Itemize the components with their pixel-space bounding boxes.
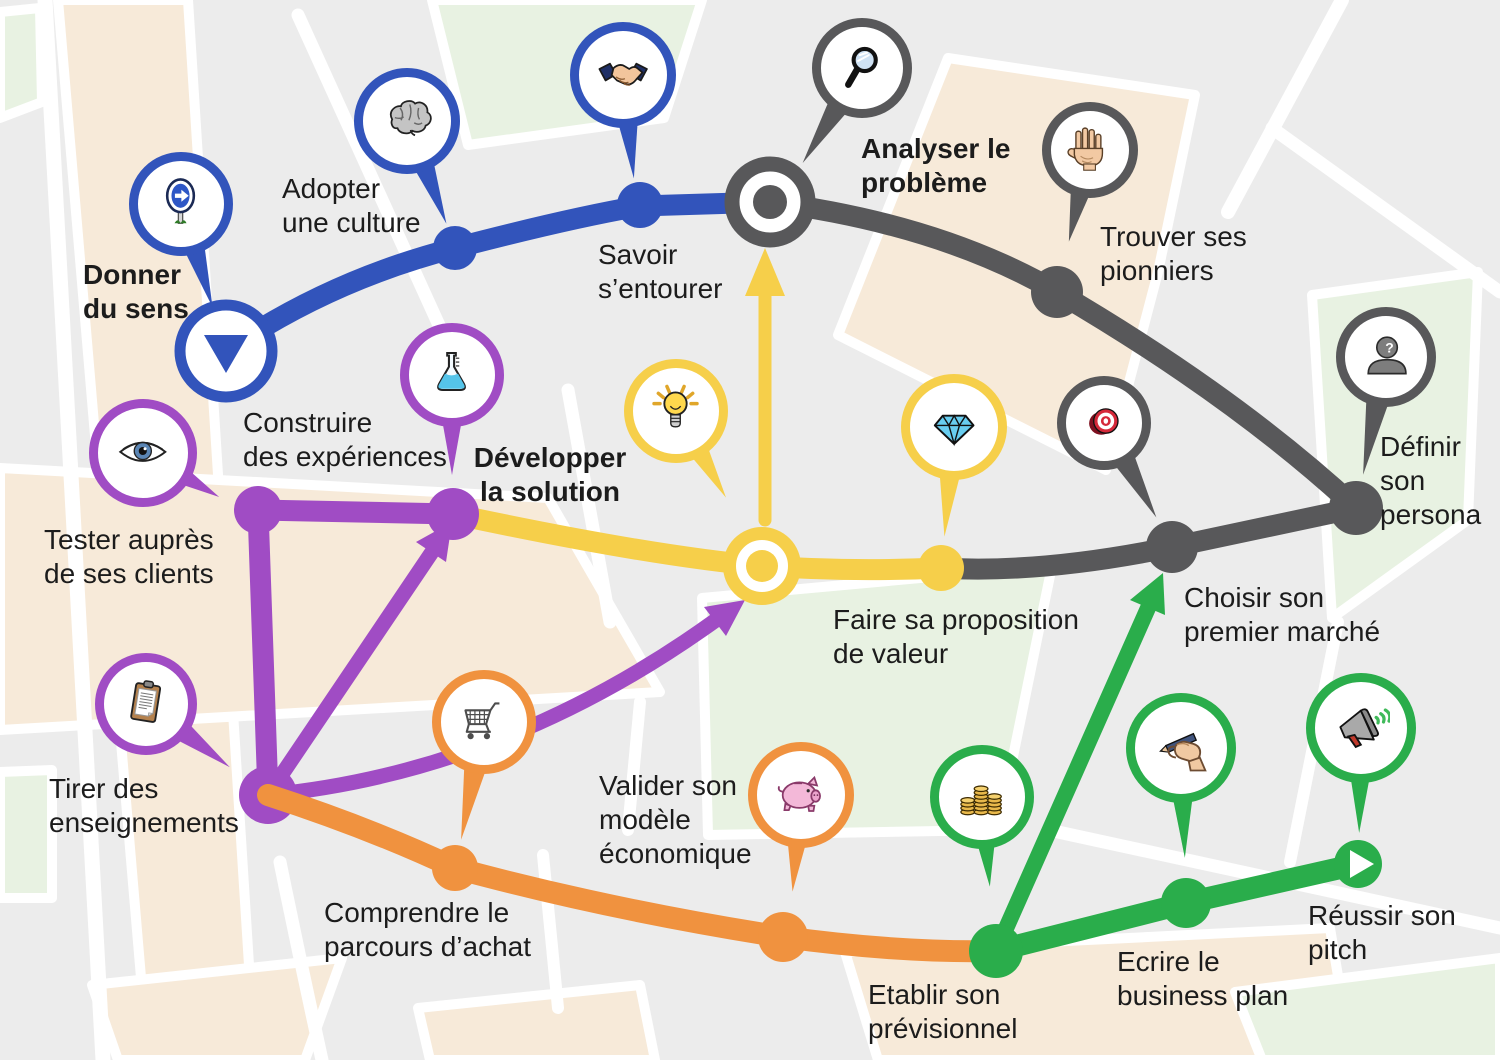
eye-icon — [118, 441, 168, 463]
label-faire-proposition: Faire sa proposition de valeur — [833, 604, 1079, 669]
megaphone-icon — [1338, 707, 1391, 748]
label-definir-persona: Définir son persona — [1380, 431, 1482, 530]
pin-reussir-pitch — [1306, 673, 1416, 783]
shopping-cart-icon — [464, 702, 500, 740]
coin-stacks-icon — [960, 785, 1003, 816]
label-analyser-probleme: Analyser le problème — [861, 133, 1011, 198]
pin-valider-modele — [748, 742, 854, 848]
svg-text:?: ? — [1385, 339, 1394, 355]
label-construire-experiences: Construire des expériences — [243, 407, 447, 472]
pin-construire-experiences — [400, 323, 504, 475]
target-icon — [1088, 407, 1119, 435]
label-tester-clients: Tester auprès de ses clients — [44, 524, 214, 589]
pin-faire-proposition — [901, 374, 1007, 480]
persona-question-icon: ? — [1367, 336, 1407, 375]
pin-savoir-entourer — [570, 22, 676, 128]
pin-donner-du-sens — [129, 152, 233, 256]
handshake-icon — [598, 62, 648, 86]
diamond-icon — [933, 414, 975, 447]
route-gray — [759, 191, 1383, 580]
pin-trouver-pionniers — [1042, 102, 1138, 198]
label-adopter-culture: Adopter une culture — [282, 173, 421, 238]
label-savoir-entourer: Savoir s’entourer — [598, 239, 723, 304]
green-arrowhead — [1130, 573, 1165, 615]
yellow-arrowhead — [745, 248, 785, 296]
open-hand-icon — [1067, 127, 1104, 171]
label-choisir-marche: Choisir son premier marché — [1184, 582, 1381, 647]
pin-developper-solution — [624, 359, 728, 463]
label-comprendre-parcours: Comprendre le parcours d’achat — [324, 897, 532, 962]
junction-rings — [723, 156, 816, 605]
label-reussir-pitch: Réussir son pitch — [1308, 900, 1456, 965]
magnifier-icon — [844, 46, 878, 88]
pin-tester-clients — [89, 399, 197, 507]
label-etablir-previsionnel: Etablir son prévisionnel — [868, 979, 1018, 1044]
finish-play-icon — [1350, 850, 1374, 878]
piggy-bank-icon — [777, 775, 821, 812]
pin-choisir-marche — [1057, 376, 1151, 470]
pin-tirer-enseignements — [95, 653, 197, 755]
purple-arrowhead-2 — [704, 600, 745, 636]
label-developper-solution: Développer la solution — [473, 442, 627, 507]
pin-ecrire-business-plan — [1126, 693, 1236, 803]
label-valider-modele: Valider son modèle économique — [599, 770, 752, 869]
flask-icon — [437, 352, 467, 392]
lightbulb-icon — [652, 385, 700, 429]
pin-definir-persona: ? — [1336, 307, 1436, 407]
pin-adopter-culture — [354, 68, 460, 174]
clipboard-icon — [130, 680, 162, 723]
pin-comprendre-parcours — [432, 670, 536, 774]
route-green — [969, 573, 1382, 978]
route-orange — [257, 784, 1007, 963]
label-ecrire-business-plan: Ecrire le business plan — [1117, 946, 1289, 1011]
label-trouver-pionniers: Trouver ses pionniers — [1100, 221, 1247, 286]
label-donner-du-sens: Donner du sens — [83, 259, 189, 324]
map-roads — [37, 0, 1500, 1060]
writing-hand-icon — [1158, 732, 1207, 771]
label-tirer-enseignements: Tirer des enseignements — [49, 773, 239, 838]
road-sign-arrow-icon — [166, 178, 196, 225]
route-blue — [174, 182, 781, 403]
start-triangle-icon — [204, 335, 248, 373]
brain-icon — [389, 100, 432, 136]
pin-analyser-probleme — [812, 18, 912, 118]
pin-etablir-previsionnel — [930, 745, 1034, 849]
